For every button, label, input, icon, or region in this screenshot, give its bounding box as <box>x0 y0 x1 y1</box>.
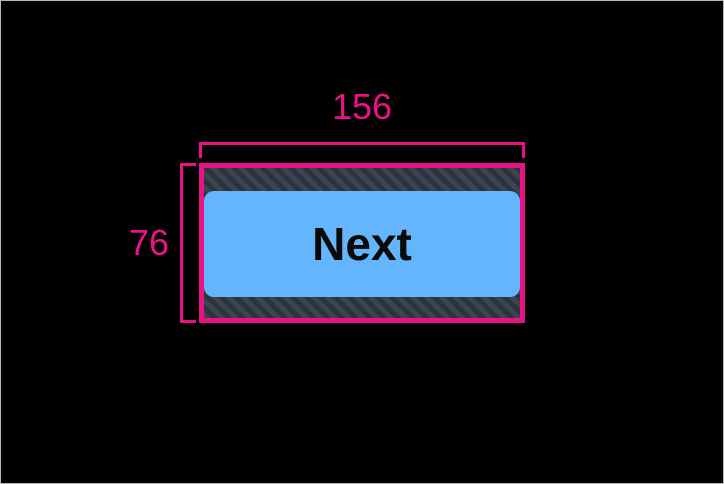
measured-element-outline[interactable]: Next <box>199 163 525 323</box>
width-dimension-label: 156 <box>331 86 393 127</box>
height-dimension-label: 76 <box>128 222 169 263</box>
height-dimension-bracket <box>180 163 196 323</box>
next-button[interactable]: Next <box>204 191 520 297</box>
width-dimension-bracket <box>199 142 525 158</box>
next-button-label: Next <box>312 218 412 270</box>
